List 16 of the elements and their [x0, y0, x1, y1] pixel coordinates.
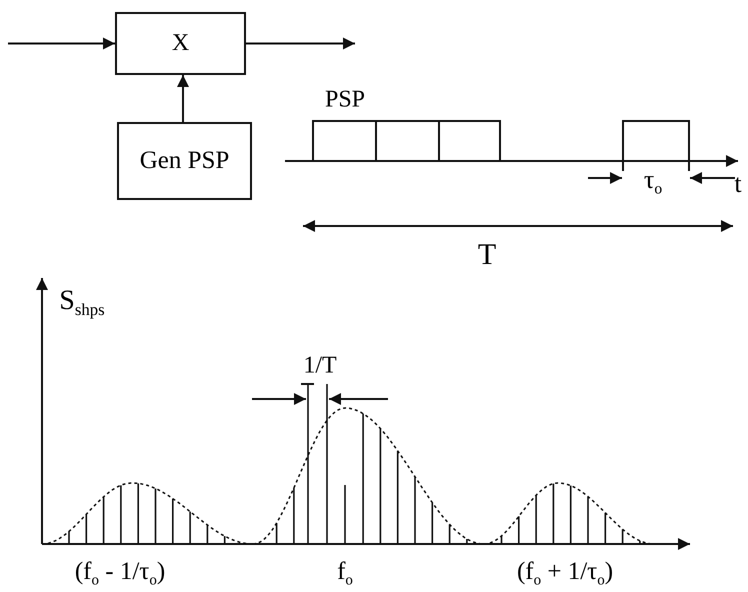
- box-label: Gen PSP: [140, 148, 230, 174]
- label: τ$_{o}$: [644, 165, 662, 195]
- label: t: [734, 169, 742, 199]
- label: (f$_{o}$ - 1/τ$_{o}$): [74, 558, 166, 586]
- process-box: [117, 122, 252, 200]
- box-label: X: [172, 30, 190, 56]
- arrow: [246, 38, 355, 50]
- arrow: [8, 38, 115, 50]
- label: 1/T: [303, 352, 337, 380]
- label: f$_{o}$: [337, 558, 353, 586]
- label: S$_{shps}$: [59, 285, 105, 317]
- label: (f$_{o}$ + 1/τ$_{o}$): [516, 558, 614, 586]
- label: PSP: [324, 86, 366, 114]
- label: T: [478, 238, 496, 272]
- process-box: [115, 12, 246, 75]
- arrow: [177, 75, 189, 122]
